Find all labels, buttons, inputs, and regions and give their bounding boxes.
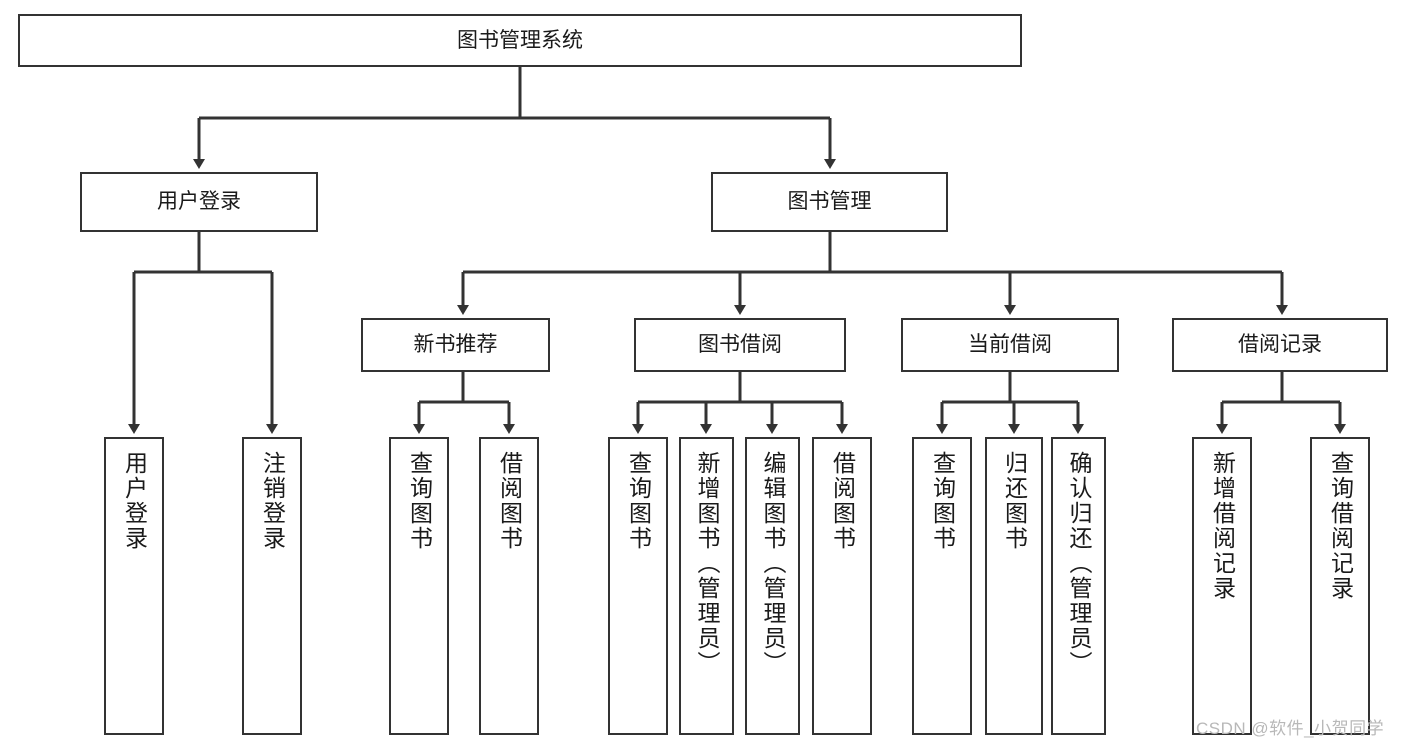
node-leaf-edit-book[interactable]: 编辑图书（管理员） xyxy=(745,437,800,735)
node-leaf-borrow-book[interactable]: 借阅图书 xyxy=(812,437,872,735)
node-leaf-add-borrow-record-label: 新增借阅记录 xyxy=(1209,451,1236,601)
csdn-watermark: CSDN @软件_小贺同学 xyxy=(1196,719,1385,738)
node-leaf-add-book-label: 新增图书（管理员） xyxy=(694,451,720,676)
node-leaf-add-book[interactable]: 新增图书（管理员） xyxy=(679,437,734,735)
node-leaf-query-book-current-label: 查询图书 xyxy=(929,451,956,551)
node-user-login[interactable]: 用户登录 xyxy=(80,172,318,232)
node-leaf-query-book-new-label: 查询图书 xyxy=(406,451,433,551)
node-leaf-query-borrow-record-label: 查询借阅记录 xyxy=(1327,451,1354,601)
node-new-book-recommend[interactable]: 新书推荐 xyxy=(361,318,550,372)
node-root-label: 图书管理系统 xyxy=(457,28,583,52)
node-book-borrow-label: 图书借阅 xyxy=(698,333,782,357)
node-borrow-record-label: 借阅记录 xyxy=(1238,333,1322,357)
node-leaf-user-login-label: 用户登录 xyxy=(121,451,148,551)
node-leaf-edit-book-label: 编辑图书（管理员） xyxy=(760,451,786,676)
node-leaf-query-book-new[interactable]: 查询图书 xyxy=(389,437,449,735)
node-leaf-query-borrow-record[interactable]: 查询借阅记录 xyxy=(1310,437,1370,735)
node-leaf-query-book-borrow[interactable]: 查询图书 xyxy=(608,437,668,735)
node-current-borrow-label: 当前借阅 xyxy=(968,333,1052,357)
node-root[interactable]: 图书管理系统 xyxy=(18,14,1022,67)
node-leaf-logout[interactable]: 注销登录 xyxy=(242,437,302,735)
node-book-borrow[interactable]: 图书借阅 xyxy=(634,318,846,372)
node-leaf-query-book-current[interactable]: 查询图书 xyxy=(912,437,972,735)
node-leaf-add-borrow-record[interactable]: 新增借阅记录 xyxy=(1192,437,1252,735)
node-borrow-record[interactable]: 借阅记录 xyxy=(1172,318,1388,372)
node-current-borrow[interactable]: 当前借阅 xyxy=(901,318,1119,372)
node-book-management-label: 图书管理 xyxy=(787,190,872,214)
node-leaf-borrow-book-new[interactable]: 借阅图书 xyxy=(479,437,539,735)
node-leaf-borrow-book-label: 借阅图书 xyxy=(829,451,856,551)
node-new-book-recommend-label: 新书推荐 xyxy=(413,333,498,357)
node-user-login-label: 用户登录 xyxy=(157,190,241,214)
node-leaf-confirm-return[interactable]: 确认归还（管理员） xyxy=(1051,437,1106,735)
node-book-management[interactable]: 图书管理 xyxy=(711,172,948,232)
node-leaf-return-book-label: 归还图书 xyxy=(1001,451,1028,551)
node-leaf-logout-label: 注销登录 xyxy=(259,451,286,551)
node-leaf-confirm-return-label: 确认归还（管理员） xyxy=(1066,451,1092,676)
node-leaf-user-login[interactable]: 用户登录 xyxy=(104,437,164,735)
node-leaf-return-book[interactable]: 归还图书 xyxy=(985,437,1043,735)
node-leaf-borrow-book-new-label: 借阅图书 xyxy=(496,451,523,551)
node-leaf-query-book-borrow-label: 查询图书 xyxy=(625,451,652,551)
